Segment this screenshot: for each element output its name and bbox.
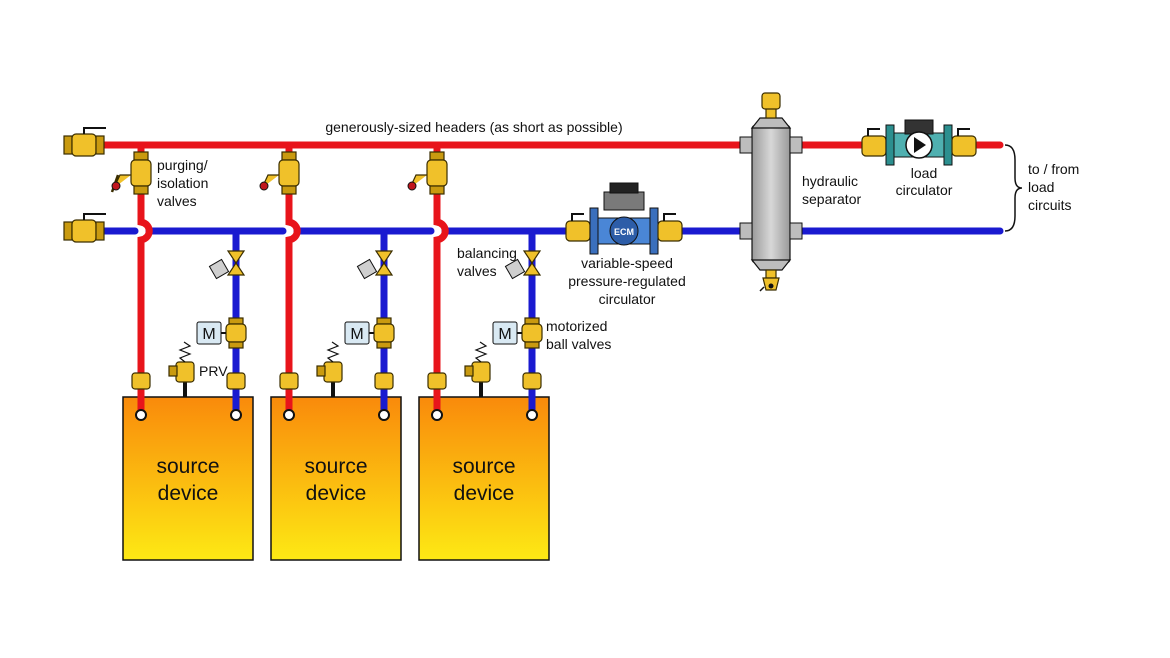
purging-valve-2 xyxy=(259,151,300,195)
load-circulator-label-line2: circulator xyxy=(896,182,953,198)
balancing-valve-3 xyxy=(504,250,542,280)
motor-symbol: M xyxy=(202,326,215,343)
purging-label-line2: isolation xyxy=(157,175,208,191)
source-device-2: source device xyxy=(270,396,402,561)
prv-valve-1 xyxy=(168,341,195,397)
source-device-1: source device xyxy=(122,396,254,561)
motorized-label-line1: motorized xyxy=(546,318,607,334)
prv-valve-2 xyxy=(316,341,343,397)
return-header-end-valve xyxy=(63,213,106,243)
variable-speed-label-line1: variable-speed xyxy=(581,255,673,271)
source-device-label-line2: device xyxy=(454,482,515,505)
device-unions xyxy=(131,372,542,390)
supply-header-end-valve xyxy=(63,127,106,157)
source-device-3: source device xyxy=(418,396,550,561)
supply-piping xyxy=(92,141,1004,416)
source-device-label-line2: device xyxy=(306,482,367,505)
source-device-label-line1: source xyxy=(452,455,515,478)
variable-speed-label-line2: pressure-regulated xyxy=(568,273,686,289)
purging-label-line3: valves xyxy=(157,193,197,209)
motorized-ball-valve-2: M xyxy=(344,317,395,349)
motor-symbol: M xyxy=(350,326,363,343)
hydraulic-label-line1: hydraulic xyxy=(802,173,858,189)
headers-label: generously-sized headers (as short as po… xyxy=(325,119,622,135)
motorized-ball-valve-1: M xyxy=(196,317,247,349)
purging-valve-3 xyxy=(407,151,448,195)
motor-symbol: M xyxy=(498,326,511,343)
variable-speed-label-line3: circulator xyxy=(599,291,656,307)
balancing-valve-1 xyxy=(208,250,246,280)
prv-label: PRV xyxy=(199,363,228,379)
source-device-label-line1: source xyxy=(156,455,219,478)
source-device-label-line2: device xyxy=(158,482,219,505)
balancing-valve-2 xyxy=(356,250,394,280)
variable-speed-circulator: ECM xyxy=(565,182,683,255)
hydraulic-label-line2: separator xyxy=(802,191,861,207)
load-circulator xyxy=(861,119,977,166)
device-ports xyxy=(135,409,538,421)
hydraulic-separator xyxy=(739,92,803,291)
purging-label-line1: purging/ xyxy=(157,157,208,173)
motorized-label-line2: ball valves xyxy=(546,336,611,352)
to-from-label-line1: to / from xyxy=(1028,161,1079,177)
motorized-ball-valve-3: M xyxy=(492,317,543,349)
to-from-label-line2: load xyxy=(1028,179,1054,195)
prv-valve-3 xyxy=(464,341,491,397)
load-circulator-label-line1: load xyxy=(911,165,937,181)
load-circuits-brace xyxy=(1004,144,1023,232)
balancing-label-line1: balancing xyxy=(457,245,517,261)
balancing-label-line2: valves xyxy=(457,263,497,279)
purging-valve-1 xyxy=(110,151,152,195)
source-device-label-line1: source xyxy=(304,455,367,478)
ecm-label: ECM xyxy=(614,227,634,237)
to-from-label-line3: circuits xyxy=(1028,197,1072,213)
separator-drain-valve xyxy=(759,283,774,292)
